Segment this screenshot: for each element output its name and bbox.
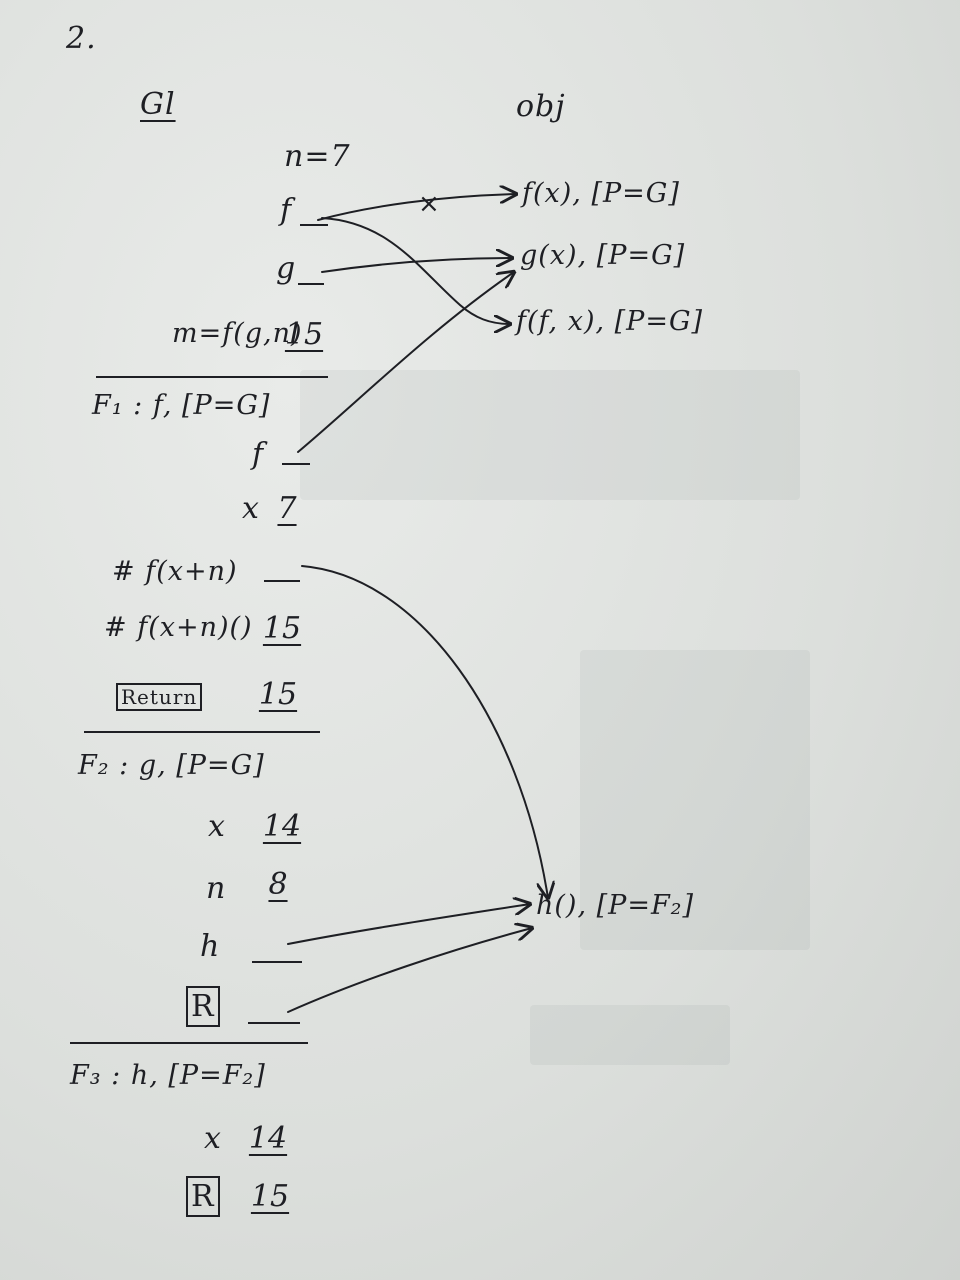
f2-binding-n: n [206,871,227,906]
f3-return-label: R [186,1176,220,1217]
f1-binding-x: x [242,491,260,526]
f2-return-slot [248,1022,300,1024]
bleed-through-box [530,1005,730,1065]
arrow-global-g-to-gx [321,258,512,273]
arrow-f2-h-to-h [287,904,530,945]
frame-divider [70,1042,308,1044]
binding-m: m=f(g,n) [172,318,303,349]
arrow-global-f-to-ffx [321,217,510,324]
f1-binding-f-slot [282,463,310,465]
global-frame-label: Gl [140,87,176,122]
binding-n: n=7 [284,139,351,174]
f2-return-box: R [186,986,220,1027]
f1-binding-fxn-slot [264,580,300,582]
f1-return-box: Return [116,683,203,711]
arrow-global-f-to-fx [317,194,516,221]
f2-binding-n-value: 8 [268,867,288,902]
f1-binding-fxn-call-value: 15 [262,611,302,646]
frame-f1-title: F₁ : f, [P=G] [92,390,271,421]
binding-f: f [280,193,293,228]
frame-f3-title: F₃ : h, [P=F₂] [70,1060,266,1091]
arrow-f1-fxn-to-h [301,565,548,898]
f3-binding-x-value: 14 [248,1121,288,1156]
f2-binding-x-value: 14 [262,809,302,844]
f2-binding-h: h [200,929,221,964]
binding-f-slot [300,224,328,226]
f2-return-label: R [186,986,220,1027]
binding-g: g [276,251,297,286]
bleed-through-box [580,650,810,950]
f1-binding-fxn-call: # f(x+n)() [104,612,253,643]
bleed-through-text [300,370,800,500]
f1-binding-x-value: 7 [277,491,297,526]
f3-return-value: 15 [250,1179,290,1214]
f2-binding-h-slot [252,961,302,963]
f1-binding-fxn: # f(x+n) [112,556,238,587]
f1-binding-f: f [252,437,265,472]
arrow-f2-return-to-h [287,928,532,1013]
object-h: h(), [P=F₂] [536,890,695,921]
f2-binding-x: x [208,809,226,844]
objects-label: obj [516,89,566,124]
object-g-x: g(x), [P=G] [520,240,686,271]
f1-return-value: 15 [258,677,298,712]
arrow-f1-f-to-gx [297,272,514,453]
f1-return-label: Return [116,680,203,711]
problem-number: 2. [66,21,97,56]
frame-divider [84,731,320,733]
frame-f2-title: F₂ : g, [P=G] [78,750,265,781]
frame-divider [96,376,328,378]
f3-binding-x: x [204,1121,222,1156]
binding-m-value: 15 [284,317,324,352]
object-f-f-x: f(f, x), [P=G] [516,306,704,337]
object-f-x: f(x), [P=G] [522,178,680,209]
f3-return-box: R [186,1176,220,1217]
crossed-out-pointer-mark: × [418,189,440,219]
binding-g-slot [298,283,324,285]
